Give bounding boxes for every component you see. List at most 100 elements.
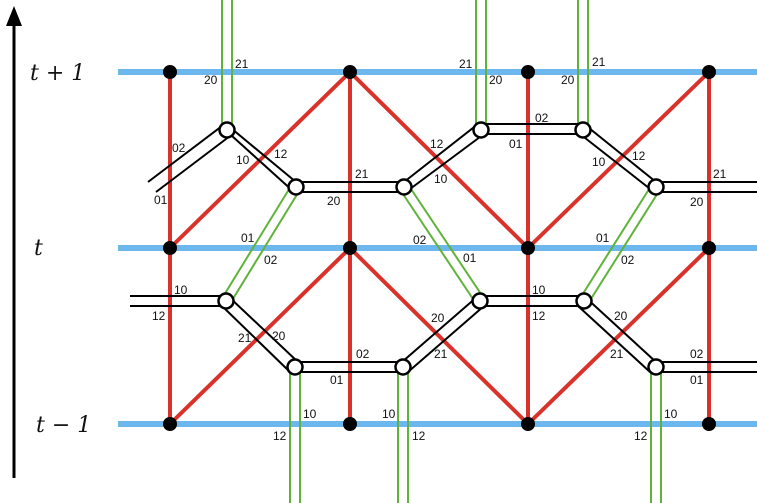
edge-label: 01 (509, 137, 523, 151)
edge-label: 20 (204, 73, 218, 87)
edge-label: 12 (632, 149, 646, 163)
edge-label: 21 (434, 347, 448, 361)
lattice-node (163, 65, 177, 79)
black-pipe (147, 125, 231, 193)
open-node (217, 292, 235, 310)
open-node (647, 178, 665, 196)
filled-nodes (163, 65, 716, 431)
red-diagonal-edge (348, 70, 530, 250)
green-pipe (578, 185, 662, 303)
black-pipe (482, 123, 582, 135)
black-pipe (482, 295, 582, 307)
edge-label: 21 (238, 331, 252, 345)
edge-labels-bottom: 10 12 21 20 02 01 20 21 10 12 20 21 02 0… (152, 283, 704, 443)
edge-label: 10 (664, 407, 678, 421)
edge-label: 12 (634, 429, 648, 443)
edge-label: 20 (690, 195, 704, 209)
edge-label: 10 (592, 155, 606, 169)
edge-label: 02 (535, 111, 549, 125)
lattice-node (521, 65, 535, 79)
edge-label: 12 (152, 309, 166, 323)
open-node (471, 292, 489, 310)
edge-label: 02 (413, 233, 427, 247)
edge-label: 21 (459, 57, 473, 71)
open-node (287, 178, 305, 196)
edge-label: 01 (330, 373, 344, 387)
open-node (575, 292, 593, 310)
green-pipe (650, 366, 662, 503)
lattice-node (702, 65, 716, 79)
edge-label: 01 (241, 231, 255, 245)
edge-label: 12 (412, 429, 426, 443)
black-pipe (296, 361, 404, 373)
edge-label: 20 (327, 194, 341, 208)
black-pipe (579, 123, 657, 193)
black-pipe (577, 295, 657, 373)
red-diagonal-edge (348, 246, 530, 426)
lattice-node (163, 417, 177, 431)
lattice-node (521, 241, 535, 255)
open-node (286, 358, 304, 376)
open-node (574, 121, 592, 139)
edge-label: 02 (690, 347, 704, 361)
black-pipe (296, 181, 404, 193)
lattice-node (702, 417, 716, 431)
lattice-node (163, 241, 177, 255)
lattice-node (343, 65, 357, 79)
edge-label: 10 (174, 283, 188, 297)
red-diagonal-edge (526, 246, 711, 426)
edge-label: 20 (561, 73, 575, 87)
edge-label: 02 (621, 253, 635, 267)
green-pipe (221, 0, 233, 124)
black-pipes (130, 123, 757, 373)
edge-label: 10 (532, 283, 546, 297)
edge-label: 01 (690, 373, 704, 387)
green-pipe (398, 185, 486, 303)
black-pipe (225, 123, 297, 193)
edge-label: 21 (235, 57, 249, 71)
black-pipe (403, 123, 485, 193)
green-pipe (220, 185, 302, 303)
edge-label: 20 (614, 309, 628, 323)
black-pipe (656, 181, 757, 193)
edge-label: 02 (356, 347, 370, 361)
edge-label: 12 (273, 429, 287, 443)
open-node (647, 358, 665, 376)
edge-label: 10 (303, 407, 317, 421)
edge-label: 21 (713, 167, 727, 181)
edge-label: 01 (463, 251, 477, 265)
lattice-node (702, 241, 716, 255)
edge-labels-top: 21 20 21 20 21 20 02 01 10 12 21 20 12 1… (154, 55, 727, 267)
edge-label: 10 (236, 153, 250, 167)
lattice-node (343, 241, 357, 255)
edge-label: 02 (172, 141, 186, 155)
edge-label: 10 (434, 172, 448, 186)
time-label-middle: t (34, 236, 43, 261)
edge-label: 21 (355, 167, 369, 181)
edge-label: 12 (274, 147, 288, 161)
edge-label: 20 (272, 329, 286, 343)
arrow-head (6, 6, 22, 26)
edge-label: 21 (592, 55, 606, 69)
edge-label: 02 (264, 253, 278, 267)
edge-label: 21 (610, 347, 624, 361)
open-node (472, 121, 490, 139)
black-pipe (130, 295, 226, 307)
edge-label: 20 (431, 311, 445, 325)
green-pipe (397, 366, 409, 503)
open-node (395, 178, 413, 196)
green-pipe (475, 0, 487, 124)
edge-label: 20 (489, 73, 503, 87)
black-pipe (656, 361, 757, 373)
green-pipe (289, 366, 301, 503)
time-arrow (6, 6, 22, 478)
time-label-bottom: t − 1 (36, 413, 91, 438)
open-node (218, 121, 236, 139)
edge-label: 12 (430, 137, 444, 151)
open-node (394, 358, 412, 376)
black-pipe (221, 295, 299, 373)
lattice-node (521, 417, 535, 431)
open-nodes (217, 121, 665, 376)
